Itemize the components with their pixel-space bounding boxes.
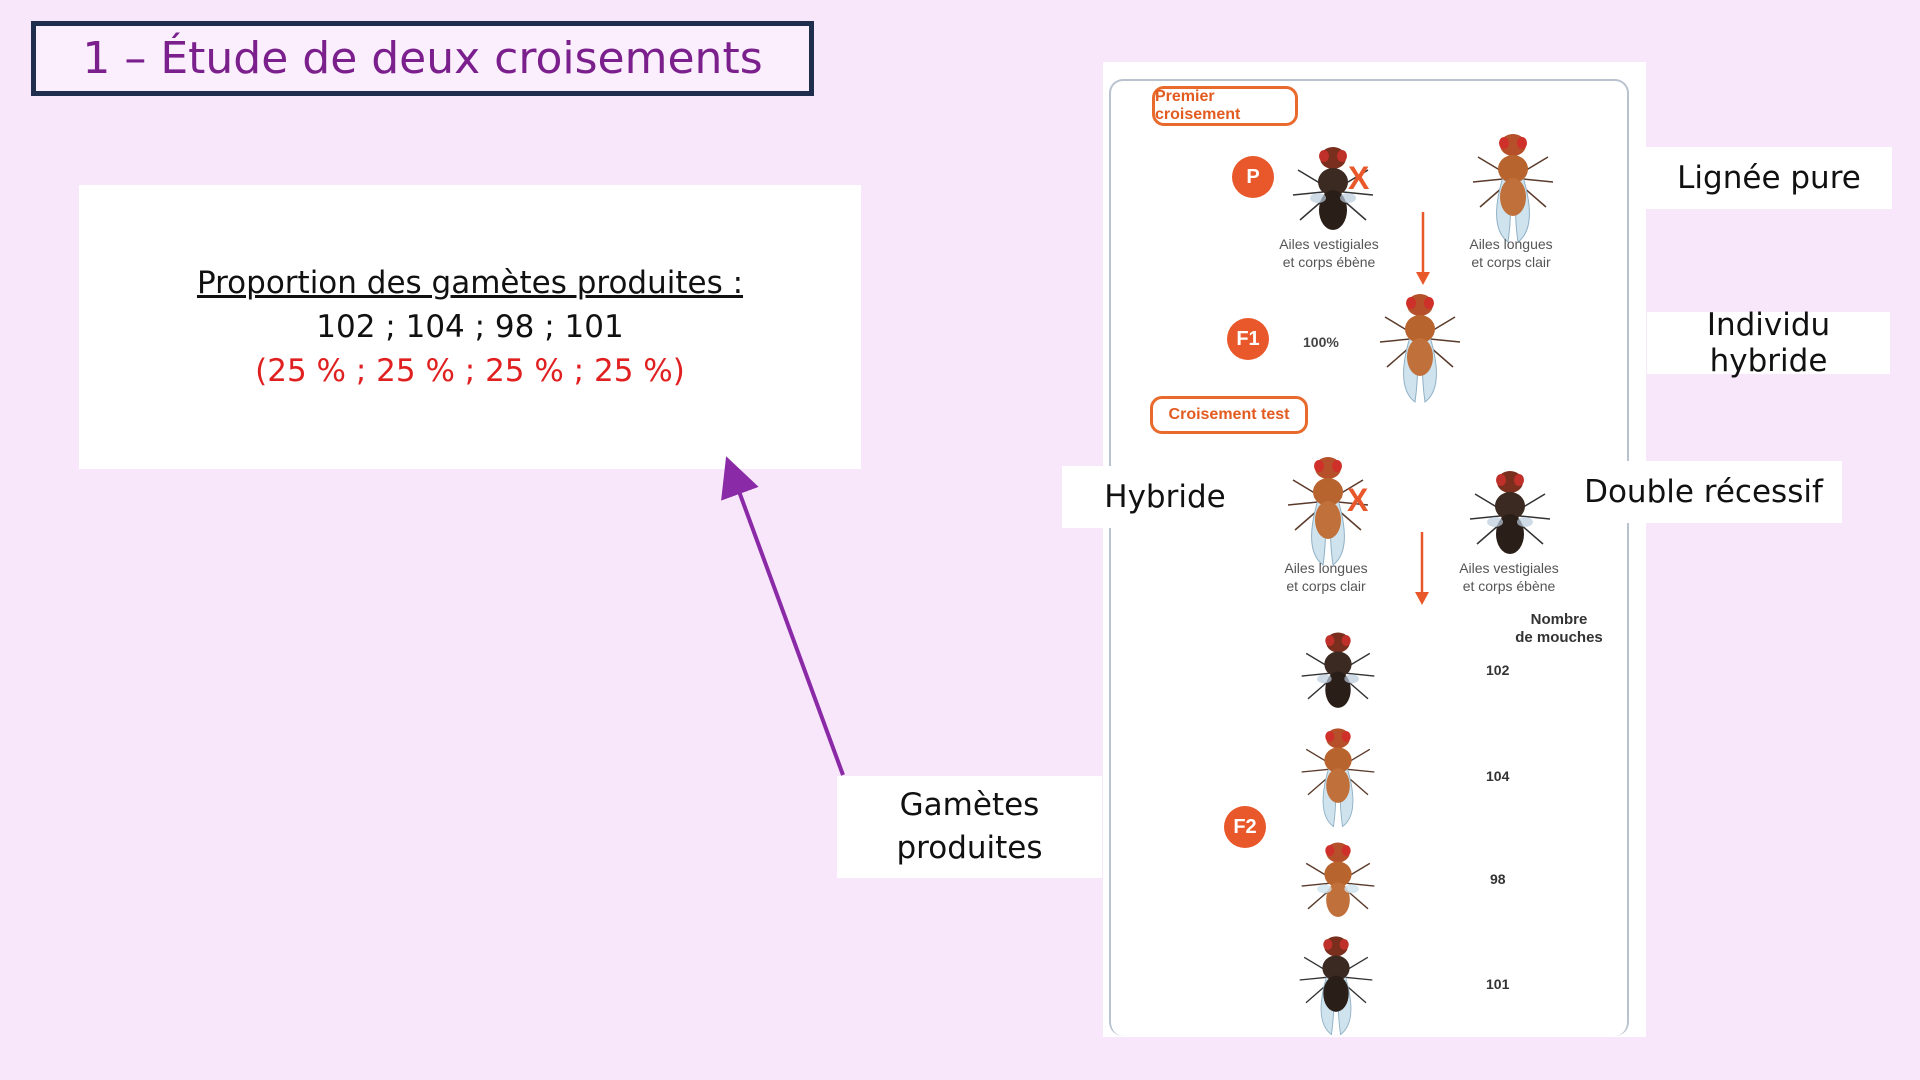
count-header-line2: de mouches: [1515, 629, 1603, 646]
badge-f2: F2: [1224, 806, 1266, 848]
test1-caption-line2: et corps clair: [1286, 578, 1366, 594]
f2-count-1: 102: [1486, 662, 1510, 678]
proportion-percentages: (25 % ; 25 % ; 25 % ; 25 %): [255, 353, 685, 389]
gametes-line2: produites: [896, 830, 1043, 866]
f2-count-3: 98: [1490, 871, 1506, 887]
down-arrow-icon: [1416, 212, 1430, 285]
fly-light-long-wing-icon: [1379, 294, 1461, 403]
parent2-caption-line2: et corps clair: [1471, 254, 1551, 270]
badge-f1: F1: [1227, 318, 1269, 360]
down-arrow-icon: [1415, 532, 1429, 605]
parent2-caption: Ailes longues et corps clair: [1441, 235, 1581, 271]
fly-ebony-vestigial-icon: [1292, 147, 1374, 230]
fly-ebony-vestigial-icon: [1301, 632, 1375, 708]
label-lignee-pure: Lignée pure: [1646, 147, 1892, 209]
gametes-line1: Gamètes: [899, 787, 1040, 823]
parent1-caption-line1: Ailes vestigiales: [1279, 236, 1379, 252]
test2-caption-line2: et corps ébène: [1462, 578, 1556, 594]
gamete-proportion-box: Proportion des gamètes produites : 102 ;…: [79, 185, 861, 469]
test2-caption-line1: Ailes vestigiales: [1459, 560, 1559, 576]
badge-p: P: [1232, 156, 1274, 198]
f1-percent: 100%: [1303, 334, 1339, 350]
parent1-caption-line2: et corps ébène: [1282, 254, 1376, 270]
proportion-counts: 102 ; 104 ; 98 ; 101: [316, 309, 624, 345]
label-gametes-produites: Gamètes produites: [837, 776, 1102, 878]
label-individu-hybride: Individu hybride: [1647, 307, 1890, 379]
fly-light-long-wing-icon: [1301, 728, 1375, 828]
test2-caption: Ailes vestigiales et corps ébène: [1439, 559, 1579, 595]
slide-title-box: 1 – Étude de deux croisements: [31, 21, 814, 96]
test1-caption-line1: Ailes longues: [1284, 560, 1368, 576]
f2-count-2: 104: [1486, 768, 1510, 784]
label-double-recessif: Double récessif: [1565, 461, 1842, 523]
cross-symbol-1: X: [1348, 160, 1370, 196]
test1-caption: Ailes longues et corps clair: [1256, 559, 1396, 595]
label-hybride: Hybride: [1062, 466, 1268, 528]
proportion-heading: Proportion des gamètes produites :: [196, 265, 744, 301]
parent1-caption: Ailes vestigiales et corps ébène: [1259, 235, 1399, 271]
fly-light-long-wing-icon: [1287, 457, 1369, 566]
fly-ebony-vestigial-icon: [1469, 471, 1551, 554]
croisement-test-label: Croisement test: [1150, 396, 1308, 434]
count-header: Nombre de mouches: [1499, 611, 1619, 647]
fly-light-vestigial-icon: [1301, 842, 1375, 917]
figure-frame: [1109, 79, 1629, 1036]
cross-symbol-2: X: [1347, 482, 1369, 518]
slide-title: 1 – Étude de deux croisements: [82, 33, 763, 84]
premier-croisement-label: Premier croisement: [1152, 86, 1298, 126]
fly-light-long-wing-icon: [1472, 134, 1554, 243]
parent2-caption-line1: Ailes longues: [1469, 236, 1553, 252]
fly-ebony-long-wing-icon: [1299, 936, 1373, 1036]
cross-figure-panel: Premier croisement P X Ailes vestigiales…: [1103, 62, 1646, 1037]
count-header-line1: Nombre: [1530, 611, 1588, 628]
f2-count-4: 101: [1486, 976, 1510, 992]
